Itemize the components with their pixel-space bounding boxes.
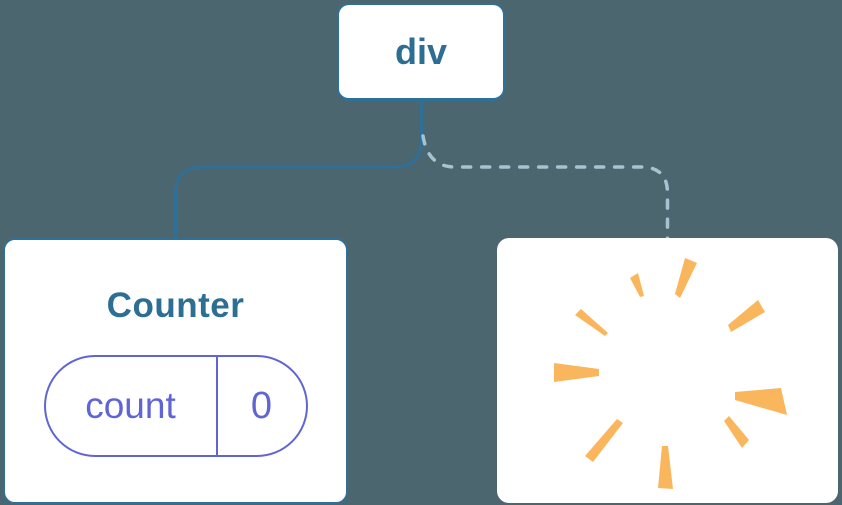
poof-starburst-icon — [554, 258, 787, 489]
removed-node-card — [497, 238, 838, 503]
poof-ray — [728, 300, 765, 332]
counter-node-card: Counter count 0 — [3, 238, 348, 504]
poof-ray — [630, 273, 644, 297]
poof-ray — [675, 258, 697, 298]
root-node-label: div — [394, 30, 447, 72]
counter-state-pill: count 0 — [43, 355, 308, 457]
poof-ray — [658, 446, 673, 489]
poof-ray — [724, 416, 749, 448]
poof-ray — [735, 388, 787, 415]
poof-ray — [585, 419, 623, 462]
edge-root-to-counter-solid — [174, 100, 423, 238]
state-pill-value: 0 — [250, 384, 273, 427]
counter-node-title: Counter — [106, 286, 245, 325]
edge-root-to-removed-dashed — [421, 134, 670, 241]
poof-ray — [575, 309, 608, 336]
poof-ray — [554, 363, 599, 382]
state-pill-key: count — [46, 357, 218, 455]
root-node-div: div — [337, 3, 505, 101]
